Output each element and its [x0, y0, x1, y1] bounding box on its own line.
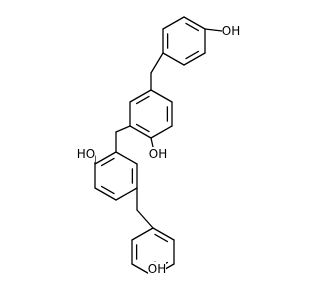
ring-upper-central-bond: [150, 89, 173, 103]
ring-top-phenol-bond: [183, 52, 206, 66]
bond-ch2-c-ringd: [136, 209, 154, 229]
ring-top-phenol-double-bond: [185, 50, 200, 60]
ring-top-phenol-bond: [162, 16, 185, 30]
bond-oh-middle-right: [150, 137, 154, 148]
hydroxyl-group-middle-right: OH: [149, 147, 167, 162]
ring-upper-central-bond: [129, 89, 152, 103]
ring-lower-central-double-bond: [100, 157, 115, 167]
bond-ch2-a-ring: [150, 52, 164, 74]
chemical-structure-diagram: OH OH HO OH: [77, 16, 240, 277]
hydroxyl-group-bottom: OH: [148, 262, 166, 277]
ring-bottom-phenol-bond: [152, 227, 175, 241]
bond-ch2-b-ring: [115, 125, 131, 133]
ring-lower-central-bond: [115, 151, 138, 165]
ring-bottom-phenol-double-bond: [154, 233, 169, 243]
ring-top-phenol-bond: [183, 16, 206, 30]
bond-lines: [94, 16, 223, 277]
bond-oh-top-right: [204, 28, 223, 32]
ring-lower-central-double-bond: [100, 185, 115, 195]
hydroxyl-group-middle-left: HO: [77, 147, 95, 162]
atom-labels: OH OH HO OH: [77, 24, 240, 277]
oh-top-right-label: OH: [222, 24, 240, 38]
ring-top-phenol-double-bond: [185, 22, 200, 32]
ring-bottom-phenol-bond: [131, 227, 154, 241]
oh-bottom-label: OH: [148, 262, 166, 276]
ring-lower-central-bond: [94, 151, 117, 165]
ring-lower-central-bond: [115, 187, 138, 201]
ring-upper-central-bond: [150, 125, 173, 139]
ho-middle-left-label: HO: [77, 147, 95, 161]
hydroxyl-group-top-right: OH: [222, 24, 240, 39]
ring-upper-central-bond: [129, 125, 152, 139]
ring-top-phenol-bond: [162, 52, 185, 66]
ring-upper-central-double-bond: [135, 95, 150, 105]
ring-lower-central-bond: [94, 187, 117, 201]
oh-middle-right-label: OH: [149, 147, 167, 161]
ring-upper-central-double-bond: [135, 123, 150, 133]
